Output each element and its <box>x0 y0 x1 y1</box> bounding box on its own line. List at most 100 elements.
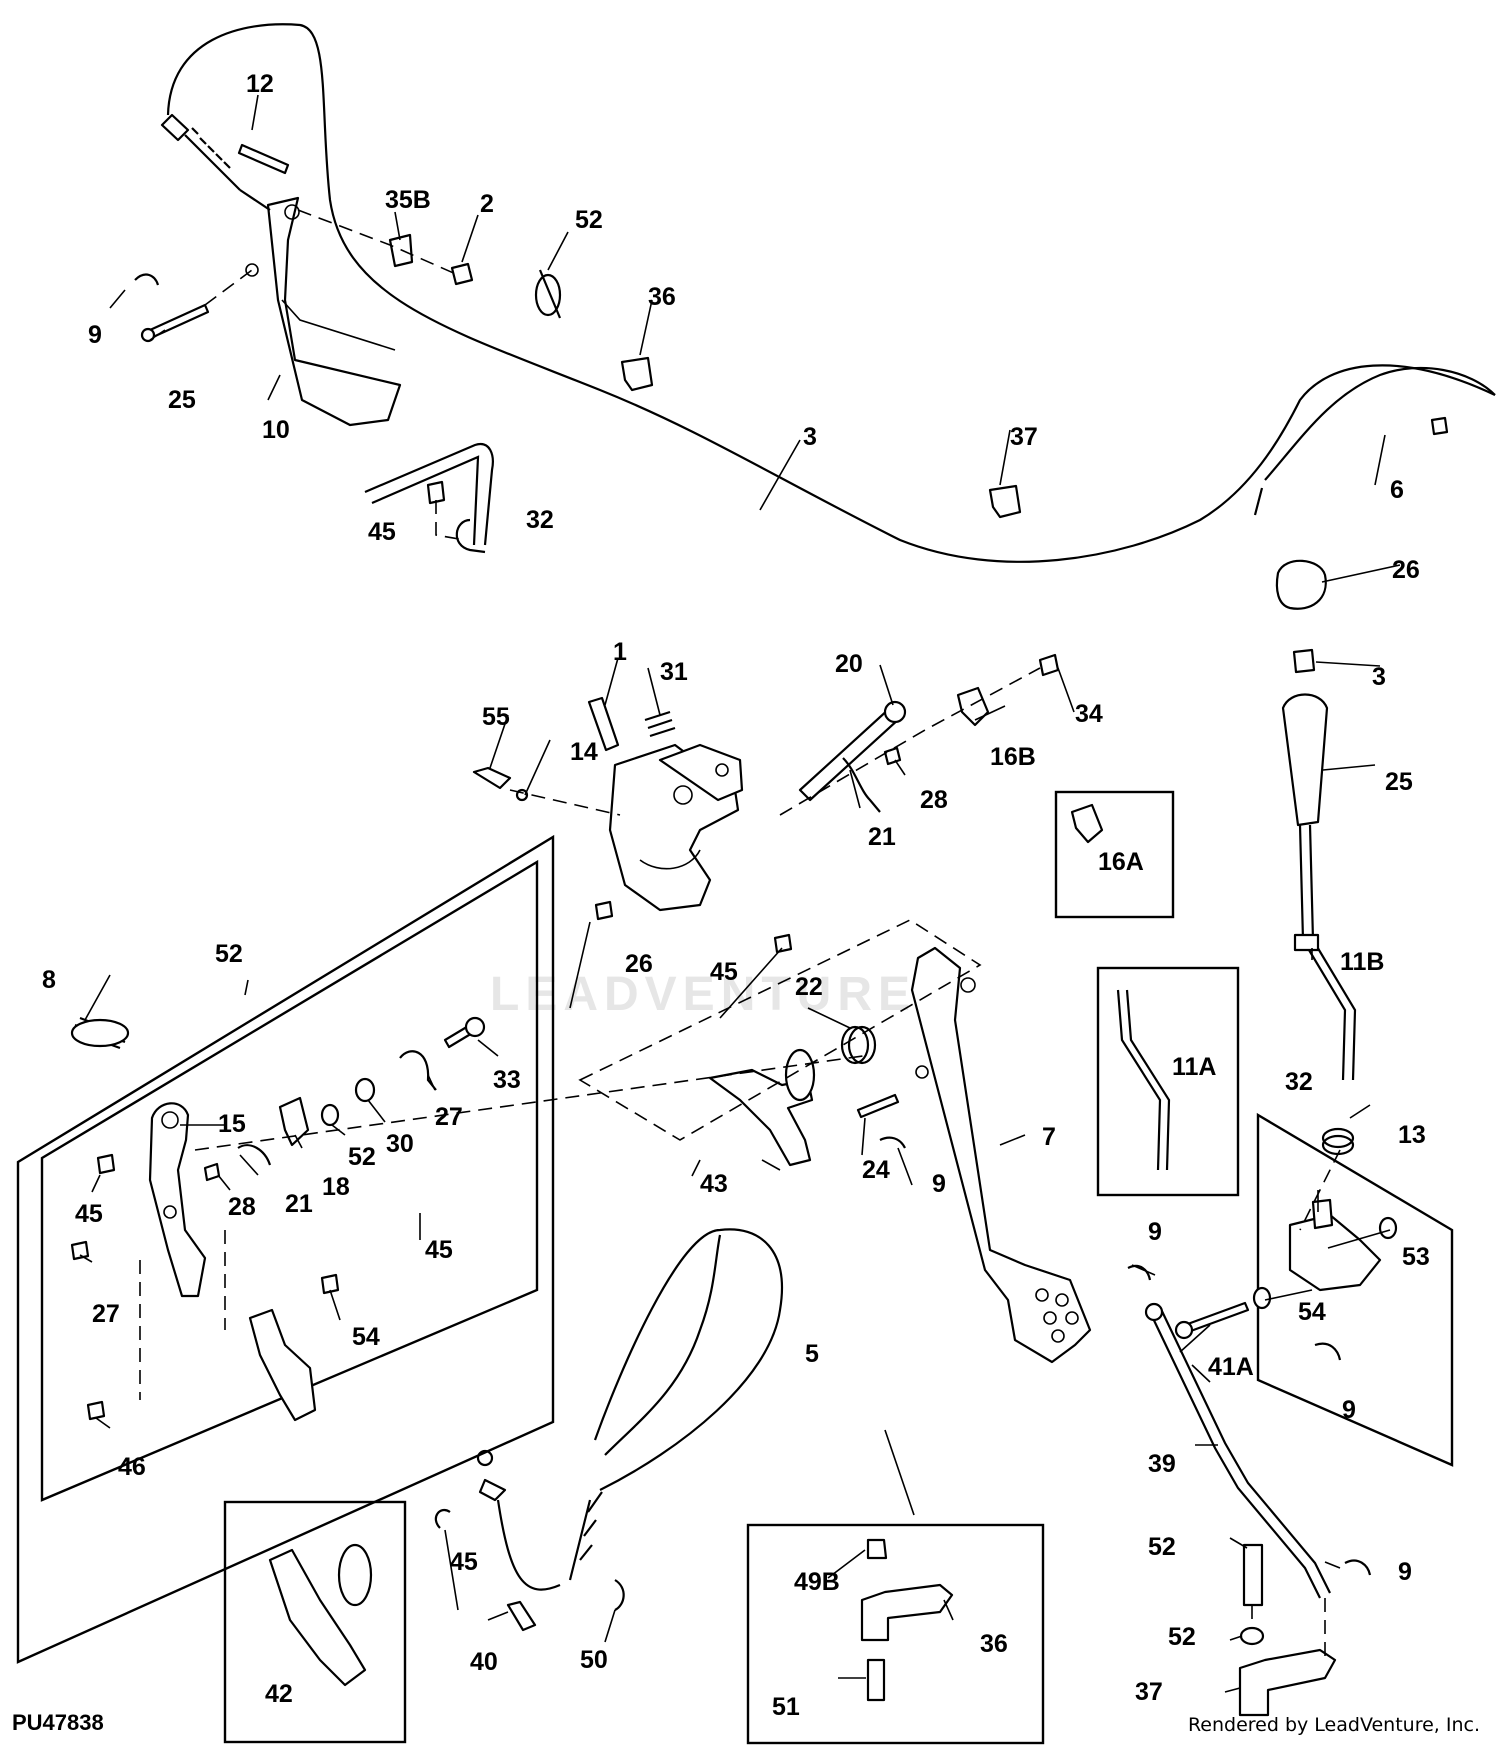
dashed-box-41B <box>578 919 982 1141</box>
washer-28-lower <box>203 1162 221 1182</box>
clip-16A <box>1070 803 1104 844</box>
washer-52 <box>320 1103 340 1127</box>
callout-18: 20 <box>835 650 863 678</box>
callout-2: 2 <box>480 190 494 218</box>
callout-7: 7 <box>1042 1123 1056 1151</box>
nut-3 <box>1292 648 1316 674</box>
box-44 <box>40 859 539 1502</box>
dashed-lines-right <box>1251 1149 1341 1660</box>
pedal-7 <box>910 946 1092 1364</box>
bracket-14 <box>608 743 744 912</box>
knob-24 <box>1275 559 1327 610</box>
bolt-39 <box>506 1600 537 1632</box>
bolt-54-washer-55 <box>472 766 621 816</box>
callout-10: 10 <box>262 416 290 444</box>
callout-8: 8 <box>42 966 56 994</box>
callout-38-lower: 37 <box>1010 423 1038 451</box>
credit-text: Rendered by LeadVenture, Inc. <box>1187 1714 1480 1736</box>
callout-49A: 51 <box>772 1693 800 1721</box>
grip-23 <box>1281 693 1329 827</box>
lever-11B <box>1293 824 1357 1081</box>
callout-37: 35B <box>385 186 431 214</box>
callout-25: 24 <box>862 1156 890 1184</box>
callout-21: 25 <box>168 386 196 414</box>
inset-41A <box>223 1500 407 1744</box>
callout-33: 33 <box>493 1066 521 1094</box>
callout-35A: 36 <box>980 1630 1008 1658</box>
callout-27: 27 <box>435 1103 463 1131</box>
shaft-18 <box>798 700 907 802</box>
washer-50 <box>1239 1626 1265 1646</box>
clip-6 <box>1430 416 1449 436</box>
arm-35B <box>1238 1648 1337 1717</box>
washer-29 <box>354 1077 376 1103</box>
callout-45-bracket: 45 <box>710 958 738 986</box>
inset-16A <box>1054 790 1175 919</box>
spring-20 <box>237 1144 272 1166</box>
rod-36 <box>1144 1302 1331 1599</box>
nut-45-upper <box>96 1153 116 1175</box>
callout-28-lower: 28 <box>228 1193 256 1221</box>
callout-9-mid: 9 <box>932 1170 946 1198</box>
callout-26-bracket: 26 <box>625 950 653 978</box>
spring-8 <box>70 1016 130 1050</box>
callout-15: 15 <box>218 1110 246 1138</box>
callout-34: 34 <box>1075 700 1103 728</box>
shift-base-32 <box>1288 1198 1382 1292</box>
callout-35B: 37 <box>1135 1678 1163 1706</box>
callout-31: 32 <box>526 506 554 534</box>
callout-9-right-top: 9 <box>1148 1218 1162 1246</box>
callout-29: 30 <box>386 1130 414 1158</box>
callout-47: 50 <box>580 1646 608 1674</box>
callout-4: 3 <box>803 423 817 451</box>
clip-16B-bolt-34 <box>779 653 1060 816</box>
nut-26-lower <box>70 1240 90 1261</box>
callout-39: 40 <box>470 1648 498 1676</box>
arm-35A <box>860 1538 954 1702</box>
washers-52-right <box>1252 1216 1398 1310</box>
callout-41B: 43 <box>700 1170 728 1198</box>
spring-13 <box>1321 1127 1355 1156</box>
bolt-25-clip-9 <box>856 1093 906 1149</box>
callout-50: 52 <box>1168 1623 1196 1651</box>
callout-17: 18 <box>322 1173 350 1201</box>
callout-42: 45 <box>368 518 396 546</box>
lever-15 <box>148 1102 207 1298</box>
callout-45-lower: 46 <box>118 1453 146 1481</box>
callout-43: 45 <box>450 1548 478 1576</box>
clips-9-right <box>1127 1264 1372 1576</box>
watermark: LEADVENTURE <box>490 968 916 1021</box>
cable-4 <box>166 23 1496 563</box>
callout-36: 39 <box>1148 1450 1176 1478</box>
callout-26-lower: 27 <box>92 1300 120 1328</box>
cable-5 <box>476 1228 783 1591</box>
cable-spring <box>160 113 271 211</box>
pin-12 <box>237 143 290 175</box>
pedal-10 <box>245 196 402 427</box>
callout-5: 5 <box>805 1340 819 1368</box>
callout-12: 12 <box>246 70 274 98</box>
clip-38-upper <box>620 356 654 392</box>
callout-11B: 11B <box>1340 948 1384 976</box>
callout-51: 52 <box>215 940 243 968</box>
callout-46: 49B <box>794 1568 840 1596</box>
callout-41A: 42 <box>265 1680 293 1708</box>
callout-9-right-low: 9 <box>1398 1558 1412 1586</box>
callout-24: 26 <box>1392 556 1420 584</box>
washer-28-top <box>883 746 902 766</box>
callout-22: 22 <box>795 973 823 1001</box>
callout-44: 45 <box>425 1236 453 1264</box>
bolt-1 <box>587 696 620 752</box>
clip-43 <box>434 1509 451 1529</box>
spring-27 <box>399 1050 437 1091</box>
quadrant-41A <box>268 1543 373 1687</box>
clip-37-nut-2 <box>297 209 474 286</box>
callout-16B: 16B <box>990 743 1036 771</box>
callout-32: 32 <box>1285 1068 1313 1096</box>
callout-3: 3 <box>1372 663 1386 691</box>
quadrant-41B <box>708 1048 816 1167</box>
callout-28-top: 28 <box>920 786 948 814</box>
callout-52-right-top: 53 <box>1402 1243 1430 1271</box>
callout-30: 31 <box>660 658 688 686</box>
